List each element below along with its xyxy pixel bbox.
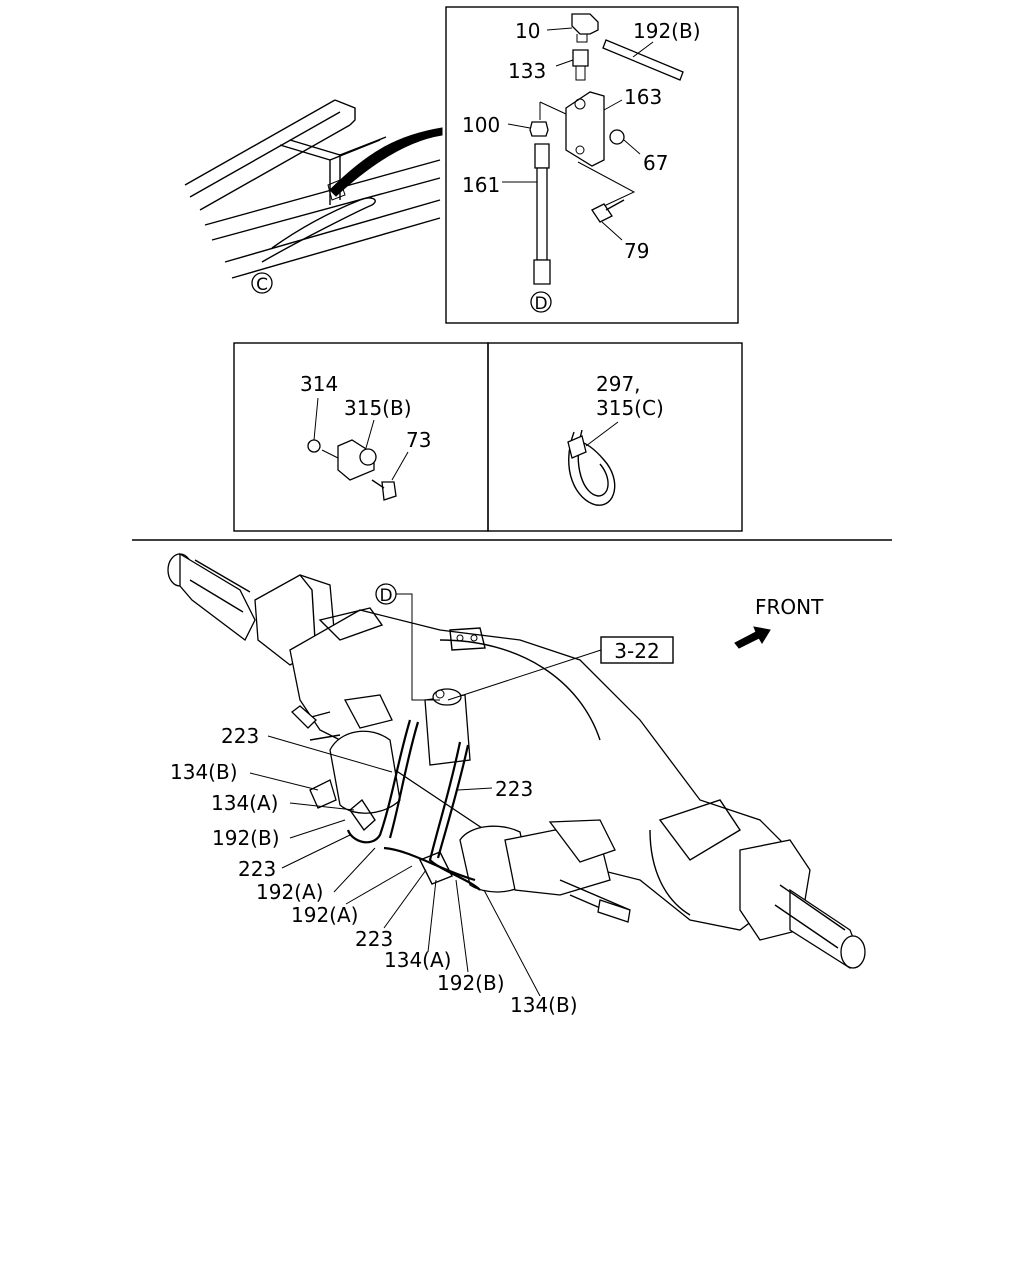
marker-d-top xyxy=(530,291,552,313)
callout-163: 163 xyxy=(624,85,662,109)
callout-73: 73 xyxy=(406,428,431,452)
callout-a-134a-1: 134(A) xyxy=(211,791,278,815)
callout-a-223-2: 223 xyxy=(238,857,276,881)
hose-161 xyxy=(536,167,548,261)
nut-100 xyxy=(529,121,549,137)
marker-d-axle-label: D xyxy=(379,586,392,606)
tube-192b xyxy=(602,39,684,81)
hose-fitting-bottom xyxy=(533,259,551,285)
callout-a-192a-2: 192(A) xyxy=(291,903,358,927)
hose-detail-frame xyxy=(445,6,739,324)
rear-axle-view: D 3-22 FRONT 223 134(B) 134(A) 192(B) 22… xyxy=(167,552,866,1017)
bolt-73 xyxy=(381,481,397,501)
callout-67: 67 xyxy=(643,151,668,175)
callout-161: 161 xyxy=(462,173,500,197)
callout-a-192a-1: 192(A) xyxy=(256,880,323,904)
callout-a-134a-2: 134(A) xyxy=(384,948,451,972)
bolt-79-head xyxy=(591,203,613,223)
callout-79: 79 xyxy=(624,239,649,263)
callout-192b-top: 192(B) xyxy=(633,19,701,43)
callout-a-192b-2: 192(B) xyxy=(437,971,505,995)
arrow-icon xyxy=(734,626,771,649)
bracket-163 xyxy=(565,91,605,167)
tie-detail-box: 297, 315(C) xyxy=(487,342,743,532)
clamp-detail-frame xyxy=(233,342,489,532)
hose-detail-box: 10 192(B) 133 163 100 67 161 xyxy=(445,6,739,324)
chassis-frame-view: C xyxy=(184,99,443,295)
callout-315c: 315(C) xyxy=(596,396,664,420)
marker-c-label: C xyxy=(256,275,268,295)
elbow-fitting xyxy=(571,13,599,35)
adapter-133 xyxy=(572,49,589,67)
marker-d-top-label: D xyxy=(534,294,547,314)
hose-223-right xyxy=(428,741,481,891)
reference-box-label: 3-22 xyxy=(614,639,659,663)
callout-10: 10 xyxy=(515,19,540,43)
callout-a-134b-1: 134(B) xyxy=(170,760,238,784)
callout-a-192b-1: 192(B) xyxy=(212,826,280,850)
callout-314: 314 xyxy=(300,372,338,396)
nut-314 xyxy=(307,439,321,453)
callout-315b: 315(B) xyxy=(344,396,412,420)
washer-67 xyxy=(609,129,625,145)
tie-detail-frame xyxy=(487,342,743,532)
callout-133: 133 xyxy=(508,59,546,83)
callout-100: 100 xyxy=(462,113,500,137)
callout-a-134b-2: 134(B) xyxy=(510,993,578,1017)
front-label: FRONT xyxy=(755,595,824,619)
hose-223-left xyxy=(346,719,412,844)
callout-a-223-3: 223 xyxy=(355,927,393,951)
hose-fitting-top xyxy=(534,143,550,169)
callout-a-223-right: 223 xyxy=(495,777,533,801)
callout-297: 297, xyxy=(596,372,641,396)
callout-a-223-1: 223 xyxy=(221,724,259,748)
cable-tie-315c xyxy=(568,431,616,506)
marker-c xyxy=(251,272,273,294)
clamp-detail-box: 314 315(B) 73 xyxy=(233,342,489,532)
